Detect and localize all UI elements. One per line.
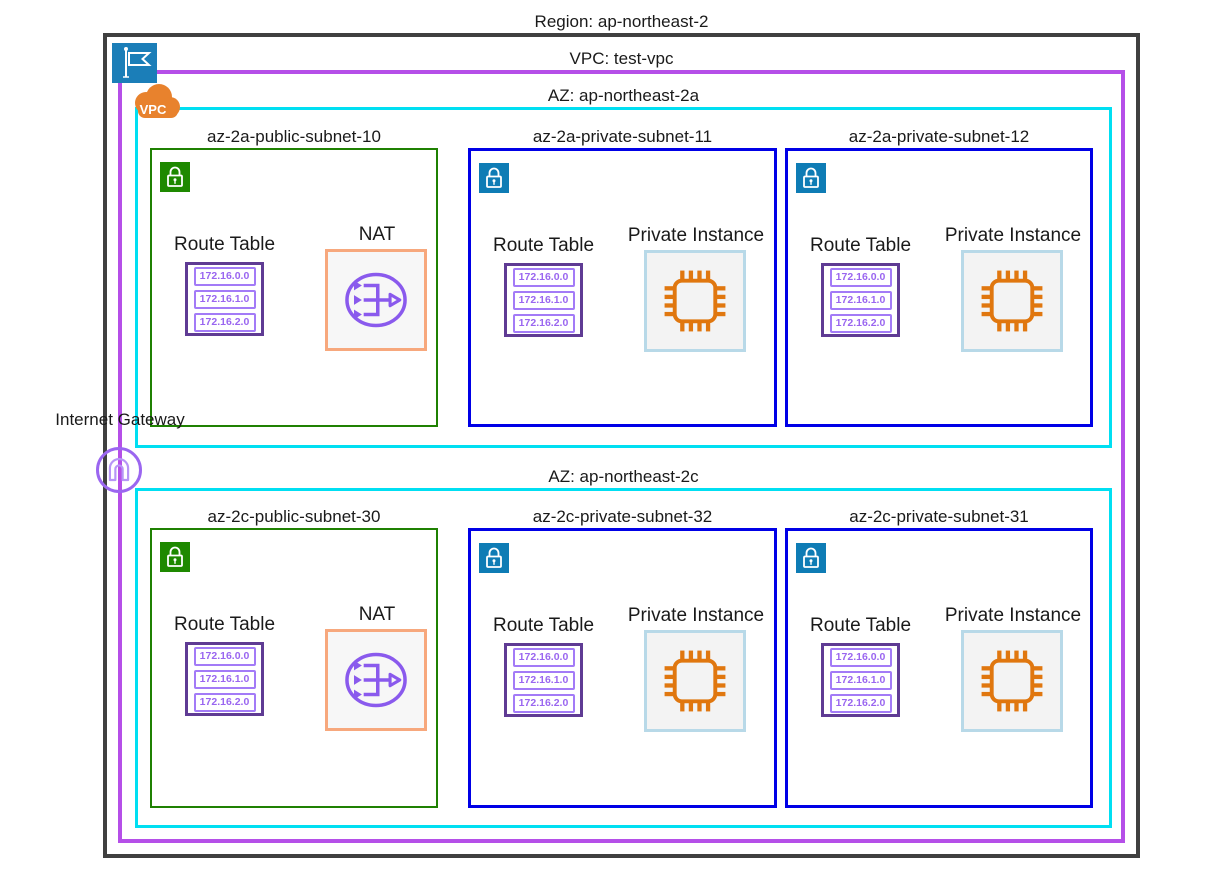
subnet-az2a-private-12: Route Table 172.16.0.0 172.16.1.0 172.16…	[785, 148, 1093, 427]
subnet-az2a-private-11: Route Table 172.16.0.0 172.16.1.0 172.16…	[468, 148, 777, 427]
region-box	[103, 33, 1140, 858]
public-subnet-lock-icon	[160, 542, 190, 572]
private-subnet-lock-icon	[796, 543, 826, 573]
private-instance-icon	[961, 630, 1063, 732]
route-entry: 172.16.2.0	[193, 692, 256, 712]
public-subnet-lock-icon	[160, 162, 190, 192]
route-entry: 172.16.2.0	[193, 312, 256, 332]
route-entry: 172.16.0.0	[193, 646, 256, 666]
route-entry: 172.16.0.0	[512, 647, 575, 667]
route-entry: 172.16.0.0	[829, 647, 892, 667]
vpc-cloud-icon: VPC	[126, 81, 184, 128]
subnet-title: az-2c-private-subnet-32	[532, 507, 713, 526]
nat-gateway-icon	[325, 629, 427, 731]
route-entry: 172.16.1.0	[193, 669, 256, 689]
private-instance-label: Private Instance	[627, 225, 765, 246]
az-2a-box	[135, 107, 1112, 448]
subnet-az2c-private-31: Route Table 172.16.0.0 172.16.1.0 172.16…	[785, 528, 1093, 808]
subnet-title: az-2c-public-subnet-30	[207, 507, 381, 526]
private-subnet-lock-icon	[796, 163, 826, 193]
route-entry: 172.16.2.0	[512, 313, 575, 333]
subnet-az2a-public-10: Route Table 172.16.0.0 172.16.1.0 172.16…	[150, 148, 438, 427]
route-entry: 172.16.0.0	[512, 267, 575, 287]
nat-gateway-icon	[325, 249, 427, 351]
internet-gateway-label: Internet Gateway	[55, 410, 185, 429]
region-label: Region: ap-northeast-2	[534, 12, 709, 31]
route-table-label: Route Table	[492, 235, 595, 256]
subnet-title: az-2a-private-subnet-12	[848, 127, 1030, 146]
route-table-label: Route Table	[809, 615, 912, 636]
route-table-label: Route Table	[809, 235, 912, 256]
private-instance-label: Private Instance	[944, 605, 1082, 626]
private-subnet-lock-icon	[479, 163, 509, 193]
az-2c-label: AZ: ap-northeast-2c	[548, 467, 699, 486]
subnet-az2c-private-32: Route Table 172.16.0.0 172.16.1.0 172.16…	[468, 528, 777, 808]
route-entry: 172.16.2.0	[829, 693, 892, 713]
route-table-icon: 172.16.0.0 172.16.1.0 172.16.2.0	[504, 643, 583, 717]
route-entry: 172.16.2.0	[512, 693, 575, 713]
az-2c-box	[135, 488, 1112, 828]
subnet-title: az-2c-private-subnet-31	[849, 507, 1029, 526]
private-instance-label: Private Instance	[627, 605, 765, 626]
route-table-icon: 172.16.0.0 172.16.1.0 172.16.2.0	[821, 263, 900, 337]
internet-gateway-icon	[96, 447, 142, 493]
private-instance-label: Private Instance	[944, 225, 1082, 246]
route-entry: 172.16.2.0	[829, 313, 892, 333]
vpc-label: VPC: test-vpc	[569, 49, 674, 68]
route-entry: 172.16.1.0	[829, 670, 892, 690]
route-table-icon: 172.16.0.0 172.16.1.0 172.16.2.0	[185, 642, 264, 716]
az-2a-label: AZ: ap-northeast-2a	[547, 86, 700, 105]
private-instance-icon	[644, 630, 746, 732]
nat-label: NAT	[358, 604, 396, 625]
route-entry: 172.16.0.0	[829, 267, 892, 287]
route-entry: 172.16.1.0	[193, 289, 256, 309]
route-table-label: Route Table	[173, 614, 276, 635]
route-table-icon: 172.16.0.0 172.16.1.0 172.16.2.0	[504, 263, 583, 337]
route-entry: 172.16.0.0	[193, 266, 256, 286]
route-table-icon: 172.16.0.0 172.16.1.0 172.16.2.0	[185, 262, 264, 336]
route-table-icon: 172.16.0.0 172.16.1.0 172.16.2.0	[821, 643, 900, 717]
route-entry: 172.16.1.0	[512, 670, 575, 690]
private-instance-icon	[961, 250, 1063, 352]
nat-label: NAT	[358, 224, 396, 245]
private-subnet-lock-icon	[479, 543, 509, 573]
private-instance-icon	[644, 250, 746, 352]
route-entry: 172.16.1.0	[512, 290, 575, 310]
subnet-az2c-public-30: Route Table 172.16.0.0 172.16.1.0 172.16…	[150, 528, 438, 808]
route-table-label: Route Table	[173, 234, 276, 255]
route-entry: 172.16.1.0	[829, 290, 892, 310]
subnet-title: az-2a-public-subnet-10	[207, 127, 381, 146]
subnet-title: az-2a-private-subnet-11	[532, 127, 713, 146]
route-table-label: Route Table	[492, 615, 595, 636]
vpc-cloud-text: VPC	[140, 102, 167, 117]
region-flag-icon	[112, 43, 157, 88]
